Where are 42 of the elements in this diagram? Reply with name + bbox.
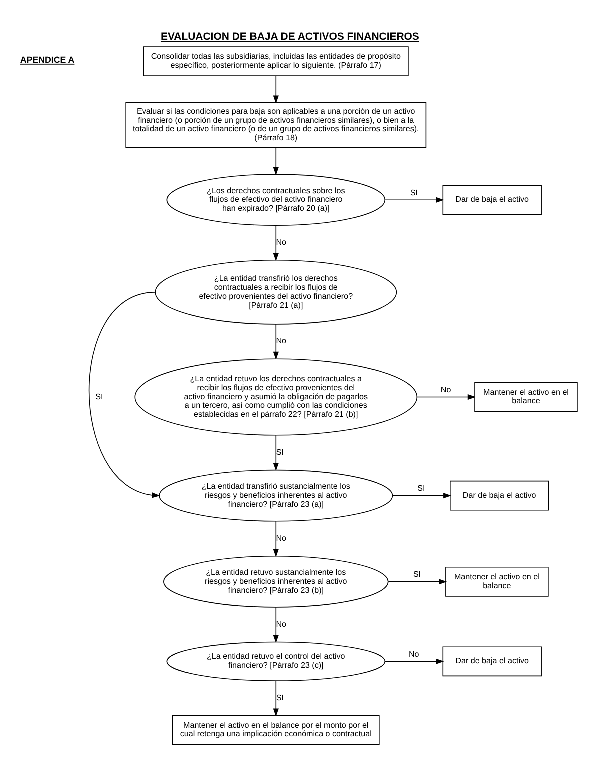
edge-label: No: [276, 238, 287, 247]
edge-label: SI: [276, 692, 284, 702]
label: APENDICE A: [20, 54, 75, 64]
node-box: Dar de baja el activo: [442, 184, 542, 215]
node-ellipse: ¿La entidad retuvo sustancialmente los riesgos y beneficios inherentes al activo financiero? [Párrafo 23 (b)]: [164, 555, 389, 608]
node-ellipse: ¿La entidad transfirió los derechos contractuales a recibir los flujos de efectivo provenientes del activo financiero? [Párrafo 21 (a)]: [155, 260, 398, 324]
arrow: [384, 196, 444, 202]
arrow: [273, 680, 279, 716]
node-box: Dar de baja el activo: [450, 480, 550, 510]
edge-label: No: [276, 336, 287, 346]
arrow: [273, 225, 279, 261]
node-box: Mantener el activo en el balance: [474, 382, 578, 412]
edge-label: SI: [413, 570, 422, 579]
arrow: [392, 492, 452, 498]
arrow: [88, 292, 160, 498]
edge-label: SI: [418, 484, 426, 493]
arrow: [273, 147, 279, 175]
diagram-title: EVALUACION DE BAJA DE ACTIVOS FINANCIEROS: [160, 32, 420, 43]
edge-label: No: [440, 384, 452, 394]
node-ellipse: ¿La entidad retuvo los derechos contractuales a recibir los flujos de efectivo provenientes del activo financiero y asumió la obligación de pagarlos a un tercero, así como cumplió con las condiciones establecidas en el párrafo 22? [Párrafo 21 (b)]: [134, 358, 418, 436]
arrow: [273, 75, 279, 104]
arrow: [384, 658, 444, 664]
arrow: [273, 434, 279, 471]
arrow: [273, 606, 279, 643]
node-box: Mantener el activo en el balance: [446, 566, 549, 596]
edge-label: SI: [410, 188, 418, 197]
arrow: [273, 324, 279, 360]
edge-label: SI: [96, 392, 104, 401]
node-box: Mantener el activo en el balance por el monto por el cual retenga una implicación económica o contractual: [172, 714, 380, 745]
arrow: [388, 578, 448, 584]
arrow: [273, 520, 279, 557]
arrow: [416, 394, 476, 400]
edge-label: No: [276, 619, 287, 628]
edge-label: No: [408, 649, 420, 658]
edge-label: No: [276, 533, 287, 542]
node-ellipse: ¿La entidad transfirió sustancialmente los riesgos y beneficios inherentes al activo financiero? [Párrafo 23 (a)]: [159, 469, 394, 522]
node-box: Evaluar si las condiciones para baja son aplicables a una porción de un activo financiero (o porción de un grupo de activos financieros similares), o bien a la totalidad de un activo financiero (o de un grupo de activos financieros similares). (Párrafo 18): [126, 102, 427, 148]
node-ellipse: ¿La entidad retuvo el control del activo financiero? [Párrafo 23 (c)]: [166, 641, 386, 681]
node-box: Dar de baja el activo: [442, 646, 542, 676]
node-ellipse: ¿Los derechos contractuales sobre los flujos de efectivo del activo financiero han expirado? [Párrafo 20 (a)]: [166, 174, 386, 226]
edge-label: SI: [276, 447, 284, 456]
node-box: Consolidar todas las subsidiarias, incluidas las entidades de propósito específico, posteriormente aplicar lo siguiente. (Párrafo 17): [143, 46, 409, 76]
